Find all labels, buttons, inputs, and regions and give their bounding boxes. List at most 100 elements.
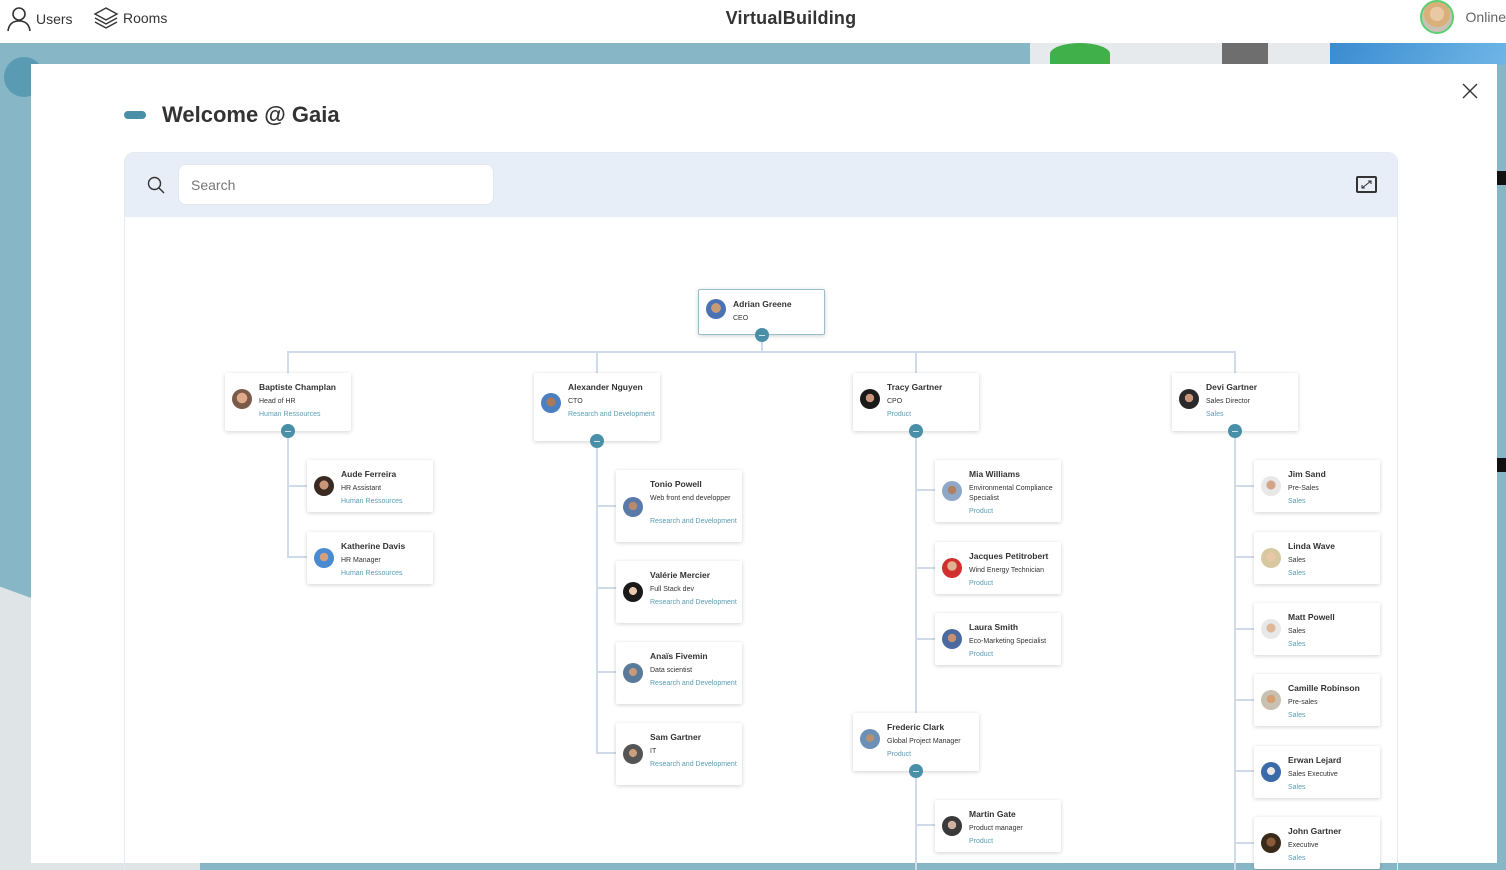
employee-role: IT <box>650 748 657 755</box>
avatar <box>1261 762 1281 782</box>
avatar <box>1179 389 1199 409</box>
avatar <box>1261 476 1281 496</box>
employee-department: Product <box>969 838 994 845</box>
org-card[interactable]: Erwan Lejard Sales Executive Sales <box>1254 746 1380 798</box>
employee-name: Linda Wave <box>1288 541 1335 551</box>
employee-department: Sales <box>1288 641 1306 648</box>
close-icon[interactable] <box>1461 82 1479 100</box>
employee-name: Anaïs Fivemin <box>650 651 708 661</box>
org-card[interactable]: Katherine Davis HR Manager Human Ressour… <box>307 532 433 584</box>
employee-role: Executive <box>1288 842 1319 849</box>
avatar <box>623 663 643 683</box>
org-card-ceo[interactable]: Adrian Greene CEO <box>698 289 825 335</box>
employee-role: HR Manager <box>341 557 381 564</box>
fullscreen-button[interactable] <box>1356 176 1377 193</box>
employee-department: Product <box>969 580 994 587</box>
org-card[interactable]: Camille Robinson Pre-sales Sales <box>1254 674 1380 726</box>
employee-role: HR Assistant <box>341 485 382 492</box>
employee-department: Sales <box>1206 411 1224 418</box>
background-stripe <box>1496 458 1506 472</box>
employee-role: Sales Director <box>1206 398 1250 405</box>
avatar <box>1261 619 1281 639</box>
search-input[interactable] <box>178 164 494 205</box>
employee-department: Product <box>887 751 912 758</box>
collapse-toggle[interactable] <box>909 424 923 438</box>
employee-name: Alexander Nguyen <box>568 382 643 392</box>
employee-department: Sales <box>1288 712 1306 719</box>
org-tree: Adrian Greene CEO Baptiste Champlan Head… <box>125 217 1397 870</box>
collapse-toggle[interactable] <box>1228 424 1242 438</box>
avatar <box>232 389 252 409</box>
employee-name: Camille Robinson <box>1288 683 1360 693</box>
employee-name: Katherine Davis <box>341 541 406 551</box>
org-card[interactable]: Valérie Mercier Full Stack dev Research … <box>616 561 742 623</box>
org-card[interactable]: Tracy Gartner CPO Product <box>853 373 979 431</box>
status-text: Online <box>1465 9 1506 25</box>
nav-users[interactable]: Users <box>6 6 73 32</box>
employee-name: Frederic Clark <box>887 722 945 732</box>
employee-department: Research and Development <box>650 680 737 687</box>
employee-name: Aude Ferreira <box>341 469 397 479</box>
nav-users-label: Users <box>36 11 73 27</box>
employee-department: Research and Development <box>650 599 737 606</box>
avatar <box>860 729 880 749</box>
org-card[interactable]: Martin Gate Product manager Product <box>935 800 1061 852</box>
org-card[interactable]: Frederic Clark Global Project Manager Pr… <box>853 713 979 771</box>
collapse-toggle[interactable] <box>590 434 604 448</box>
user-avatar[interactable] <box>1419 0 1454 34</box>
employee-name: Erwan Lejard <box>1288 755 1342 765</box>
user-status[interactable]: Online <box>1419 0 1506 34</box>
avatar <box>942 816 962 836</box>
app-title: VirtualBuilding <box>725 8 857 28</box>
org-card[interactable]: Mia Williams Environmental Compliance Sp… <box>935 460 1061 522</box>
org-chart-modal: Welcome @ Gaia <box>31 64 1497 870</box>
employee-department: Sales <box>1288 784 1306 791</box>
org-card[interactable]: Matt Powell Sales Sales <box>1254 603 1380 655</box>
employee-name: Baptiste Champlan <box>259 382 336 392</box>
nav-rooms[interactable]: Rooms <box>93 6 167 30</box>
collapse-toggle[interactable] <box>755 328 769 342</box>
org-card[interactable]: Linda Wave Sales Sales <box>1254 532 1380 584</box>
collapse-toggle[interactable] <box>909 764 923 778</box>
org-chart-panel: Adrian Greene CEO Baptiste Champlan Head… <box>124 152 1398 870</box>
avatar <box>541 393 561 413</box>
employee-department: Product <box>887 411 912 418</box>
org-card[interactable]: Tonio Powell Web front end developper Re… <box>616 470 742 542</box>
employee-role: Data scientist <box>650 667 693 674</box>
employee-name: Tracy Gartner <box>887 382 943 392</box>
employee-role: CPO <box>887 398 903 405</box>
background-stripe <box>1496 171 1506 185</box>
employee-department: Human Ressources <box>341 498 403 505</box>
org-card[interactable]: Baptiste Champlan Head of HR Human Resso… <box>225 373 351 431</box>
employee-name: Jim Sand <box>1288 469 1326 479</box>
org-card[interactable]: Jacques Petitrobert Wind Energy Technici… <box>935 542 1061 594</box>
org-chart-toolbar <box>125 153 1397 217</box>
user-icon <box>7 7 31 32</box>
background-door <box>1222 43 1268 65</box>
org-card[interactable]: Devi Gartner Sales Director Sales <box>1172 373 1298 431</box>
org-card[interactable]: Aude Ferreira HR Assistant Human Ressour… <box>307 460 433 512</box>
employee-name: Mia Williams <box>969 469 1020 479</box>
org-card[interactable]: Jim Sand Pre-Sales Sales <box>1254 460 1380 512</box>
org-card[interactable]: Sam Gartner IT Research and Development <box>616 723 742 785</box>
title-accent-pill <box>124 111 146 119</box>
org-card[interactable]: John Gartner Executive Sales <box>1254 817 1380 869</box>
employee-role: Pre-sales <box>1288 699 1318 706</box>
employee-role: Sales <box>1288 557 1306 564</box>
org-card[interactable]: Anaïs Fivemin Data scientist Research an… <box>616 642 742 704</box>
employee-role: Sales <box>1288 628 1306 635</box>
employee-role: Environmental Compliance Specialist <box>969 485 1053 502</box>
employee-department: Research and Development <box>650 518 737 525</box>
employee-name: Matt Powell <box>1288 612 1335 622</box>
employee-department: Product <box>969 651 994 658</box>
modal-title: Welcome @ Gaia <box>124 102 340 128</box>
employee-role: Global Project Manager <box>887 738 961 745</box>
employee-department: Research and Development <box>568 411 655 418</box>
avatar <box>623 582 643 602</box>
collapse-toggle[interactable] <box>281 424 295 438</box>
org-card[interactable]: Laura Smith Eco-Marketing Specialist Pro… <box>935 613 1061 665</box>
employee-name: Sam Gartner <box>650 732 702 742</box>
employee-name: Valérie Mercier <box>650 570 711 580</box>
search-icon <box>147 176 165 194</box>
org-card[interactable]: Alexander Nguyen CTO Research and Develo… <box>534 373 660 441</box>
